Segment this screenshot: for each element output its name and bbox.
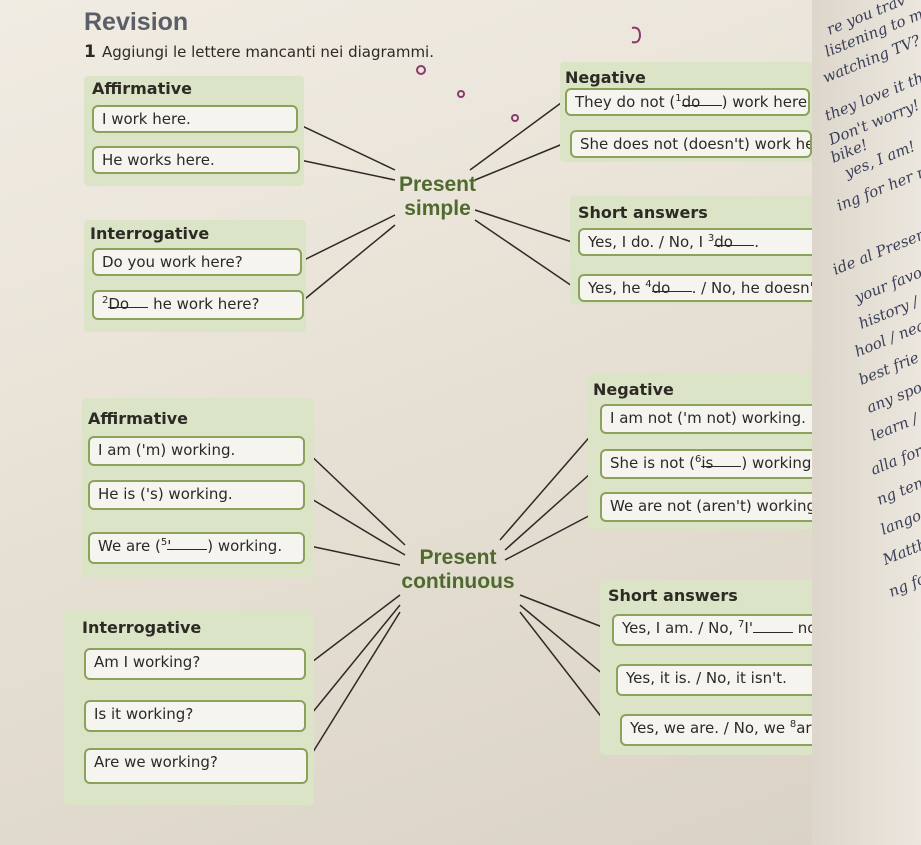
exercise-number: 1 (84, 42, 96, 62)
center-line: Present (398, 173, 477, 196)
simple-affirmative-item: I work here. (92, 105, 298, 133)
text: he work here? (153, 295, 260, 313)
text: They do not ( (575, 93, 676, 111)
text: She is not ( (610, 454, 695, 472)
text: We are ( (98, 537, 161, 555)
gap-number: 1 (675, 93, 682, 104)
continuous-affirmative-item: I am ('m) working. (88, 436, 305, 466)
center-line: continuous (401, 570, 515, 593)
connector-line (474, 209, 576, 244)
present-continuous-center: Present continuous (378, 546, 538, 594)
simple-affirmative-item: He works here. (92, 146, 300, 174)
side-text: ng fo (886, 569, 921, 601)
text: . / No, he doesn't. (691, 279, 825, 297)
simple-negative-item: They do not (1do) work here. (565, 88, 810, 116)
connector-line (297, 123, 396, 171)
connector-line (307, 611, 401, 761)
gap-number: 8 (789, 719, 797, 730)
text: . (754, 233, 760, 251)
gap-answer[interactable]: Do (108, 295, 149, 313)
connector-line (304, 494, 406, 556)
gap-number: 4 (645, 279, 652, 290)
simple-short-item: Yes, he 4do. / No, he doesn't. (578, 274, 828, 302)
connector-line (519, 604, 611, 681)
continuous-affirmative-header: Affirmative (88, 409, 188, 428)
connector-line (469, 99, 566, 171)
simple-negative-header: Negative (565, 68, 646, 87)
connector-line (307, 604, 401, 719)
simple-interrogative-item: Do you work here? (92, 248, 302, 276)
continuous-affirmative-item: He is ('s) working. (88, 480, 305, 510)
simple-interrogative-header: Interrogative (90, 224, 210, 243)
connector-line (299, 159, 396, 181)
text: Yes, I am. / No, (622, 619, 739, 637)
gap-answer[interactable] (752, 620, 793, 633)
text: ) working. (741, 454, 817, 472)
simple-short-header: Short answers (578, 203, 708, 222)
connector-line (299, 214, 396, 263)
gap-number: 6 (694, 454, 702, 465)
exercise-instruction: Aggiungi le lettere mancanti nei diagram… (102, 43, 434, 61)
doodle-mark (631, 26, 642, 44)
gap-answer[interactable]: ' (167, 537, 208, 555)
gap-number: 3 (707, 233, 715, 244)
gap-number: 7 (738, 619, 745, 630)
simple-negative-item: She does not (doesn't) work here. (570, 130, 812, 158)
adjacent-page-strip: re you trav listening to me watching TV?… (812, 0, 921, 845)
text: Yes, I do. / No, I (588, 233, 708, 251)
gap-answer[interactable]: do (651, 279, 692, 297)
simple-affirmative-header: Affirmative (92, 79, 192, 98)
connector-line (519, 594, 611, 631)
gap-answer[interactable]: is (701, 454, 742, 472)
side-text: alla for (868, 441, 921, 479)
connector-line (474, 142, 566, 181)
present-simple-center: Present simple (380, 173, 495, 221)
connector-line (504, 464, 601, 551)
connector-line (304, 544, 401, 566)
connector-line (504, 509, 601, 561)
connector-line (519, 611, 611, 729)
continuous-affirmative-item: We are (5') working. (88, 532, 305, 564)
text: Yes, he (588, 279, 646, 297)
doodle-mark (457, 90, 465, 98)
continuous-negative-header: Negative (593, 380, 674, 399)
continuous-interrogative-item: Is it working? (84, 700, 306, 732)
page-title: Revision (84, 8, 189, 36)
text: ) working. (207, 537, 283, 555)
doodle-mark (511, 114, 519, 122)
center-line: Present (419, 546, 497, 569)
text: I' (744, 619, 753, 637)
connector-line (299, 224, 396, 304)
continuous-interrogative-item: Are we working? (84, 748, 308, 784)
connector-line (304, 449, 406, 546)
doodle-mark (416, 65, 426, 75)
gap-answer[interactable]: do (681, 93, 722, 111)
connector-line (474, 219, 576, 289)
connector-line (499, 424, 601, 541)
simple-interrogative-item: 2Do he work here? (92, 290, 304, 320)
text: Yes, we are. / No, we (630, 719, 790, 737)
simple-short-item: Yes, I do. / No, I 3do. (578, 228, 826, 256)
gap-answer[interactable]: do (714, 233, 755, 251)
continuous-interrogative-header: Interrogative (82, 618, 202, 637)
continuous-interrogative-item: Am I working? (84, 648, 306, 680)
connector-line (307, 594, 401, 666)
center-line: simple (404, 197, 471, 220)
gap-number: 5 (160, 537, 168, 548)
continuous-short-header: Short answers (608, 586, 738, 605)
text: ) work here. (721, 93, 810, 111)
gap-number: 2 (102, 295, 109, 306)
